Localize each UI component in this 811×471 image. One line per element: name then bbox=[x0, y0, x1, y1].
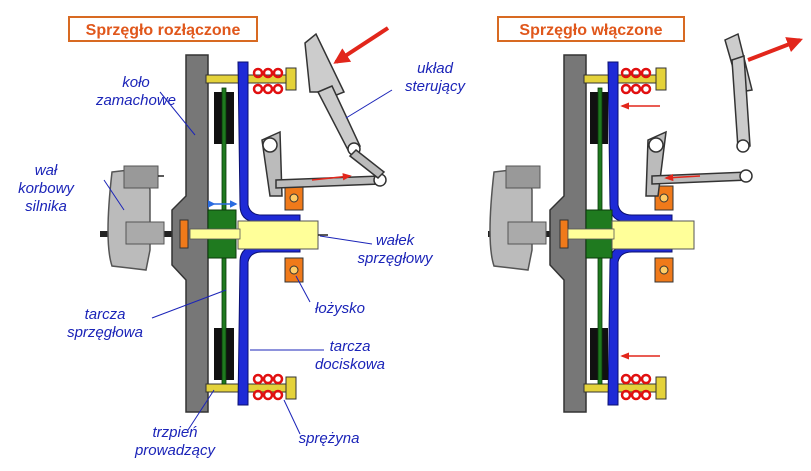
guide-pin-upper-left bbox=[205, 74, 297, 84]
label-spring: sprężyna bbox=[298, 430, 360, 447]
label-guide-pin: trzpień prowadzący bbox=[120, 424, 230, 460]
title-disengaged: Sprzęgło rozłączone bbox=[68, 16, 258, 42]
fork-arrow-left bbox=[311, 173, 352, 181]
clutch-shaft-left bbox=[237, 220, 319, 250]
clutch-shaft-right bbox=[611, 220, 695, 250]
label-flywheel: koło zamachowe bbox=[88, 74, 184, 110]
label-pressure-plate-line2: dociskowa bbox=[314, 356, 386, 373]
label-guide-pin-line1: trzpień bbox=[152, 424, 198, 441]
label-clutch-shaft-line1: wałek bbox=[375, 232, 415, 249]
pressure-housing-left bbox=[237, 61, 301, 406]
label-crankshaft-line2: korbowy bbox=[18, 180, 74, 197]
label-clutch-disc-line1: tarcza bbox=[84, 306, 126, 323]
label-crankshaft-line3: silnika bbox=[25, 198, 67, 215]
label-flywheel-line1: koło bbox=[122, 74, 150, 91]
label-clutch-disc-line2: sprzęgłowa bbox=[67, 324, 143, 341]
label-pressure-plate-line1: tarcza bbox=[329, 338, 371, 355]
label-clutch-shaft: wałek sprzęgłowy bbox=[340, 232, 450, 268]
label-pressure-plate: tarcza dociskowa bbox=[300, 338, 400, 374]
pedal-left bbox=[304, 32, 386, 180]
label-flywheel-line2: zamachowe bbox=[95, 92, 177, 109]
springs-right bbox=[620, 67, 652, 401]
springs-lower-left bbox=[252, 373, 284, 401]
label-control-system-line1: układ bbox=[417, 60, 453, 77]
guide-pin-lower-left bbox=[205, 383, 297, 393]
label-clutch-disc: tarcza sprzęgłowa bbox=[50, 306, 160, 342]
pedal-right bbox=[724, 32, 753, 153]
label-guide-pin-line2: prowadzący bbox=[134, 442, 216, 459]
push-arrow-left bbox=[333, 26, 390, 64]
pull-arrow-right bbox=[747, 37, 803, 62]
label-clutch-shaft-line2: sprzęgłowy bbox=[357, 250, 433, 267]
title-engaged: Sprzęgło włączone bbox=[497, 16, 685, 42]
release-fork-right bbox=[645, 130, 753, 197]
springs-upper-left bbox=[252, 67, 284, 95]
crankshaft-left bbox=[100, 165, 190, 271]
leader-lines bbox=[103, 89, 393, 435]
left-assembly bbox=[100, 26, 390, 413]
right-assembly bbox=[488, 32, 803, 413]
label-control-system: układ sterujący bbox=[390, 60, 480, 96]
label-bearing: łożysko bbox=[314, 300, 366, 317]
label-control-system-line2: sterujący bbox=[404, 78, 466, 95]
label-crankshaft-line1: wał bbox=[34, 162, 58, 179]
label-crankshaft: wał korbowy silnika bbox=[0, 162, 92, 216]
